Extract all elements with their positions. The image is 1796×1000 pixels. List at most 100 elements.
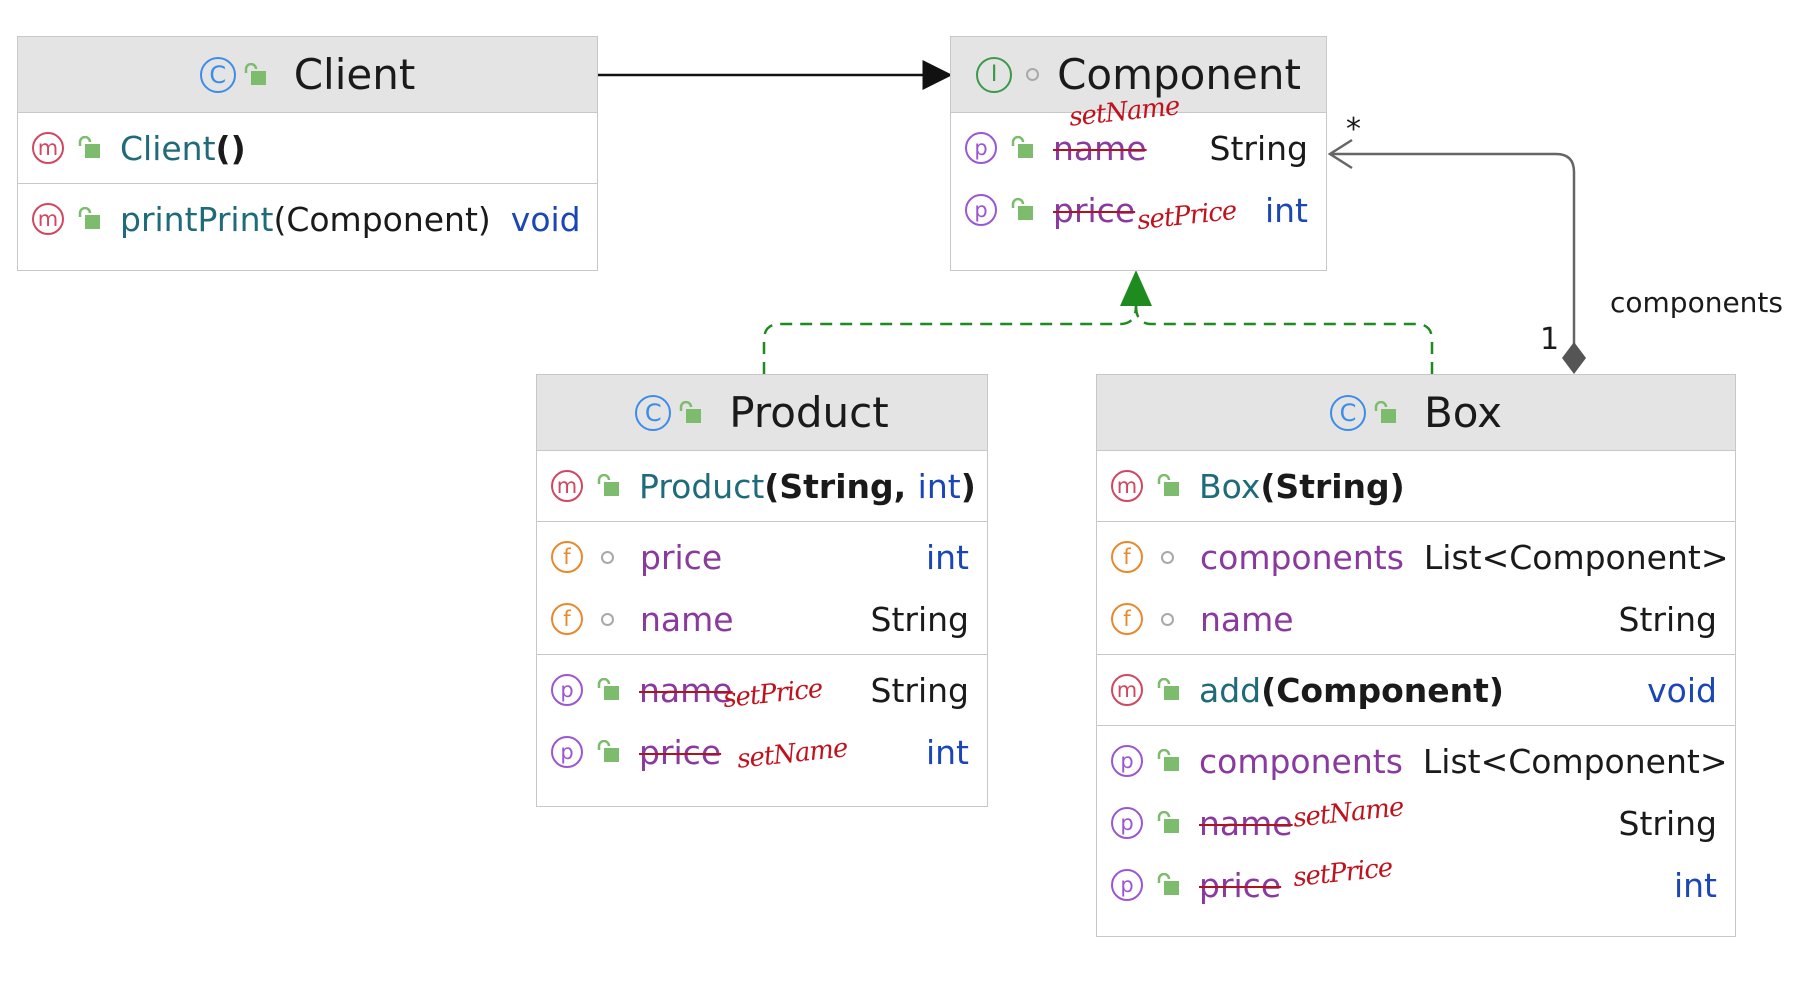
realization-arrowhead [1120, 270, 1152, 306]
class-icon: C [199, 56, 236, 93]
handwritten-note: setPrice [721, 673, 824, 715]
member-type: String [1209, 128, 1308, 168]
component-properties: p name String setName p price int setPri… [951, 91, 1326, 245]
member-params-int: int [917, 466, 961, 506]
member-type: String [1618, 599, 1717, 639]
member-type: List<Component> [1423, 537, 1729, 577]
aggregation-box-component [1330, 152, 1576, 344]
member-params: (String) [1260, 466, 1405, 506]
field-icon: f [1111, 541, 1143, 573]
property-icon: p [965, 132, 997, 164]
member-name: name [640, 599, 734, 639]
lock-icon [1157, 749, 1179, 771]
interface-component-title: Component [1057, 50, 1301, 99]
member-row[interactable]: p name String setPrice [537, 659, 987, 721]
property-icon: p [1111, 869, 1143, 901]
member-row[interactable]: m Product(String, int) [537, 455, 987, 517]
member-name: add [1199, 670, 1262, 710]
member-row[interactable]: m Client() [18, 117, 597, 179]
lock-icon [1011, 198, 1033, 220]
member-type: int [1264, 190, 1308, 230]
member-row[interactable]: p components List<Component> [1097, 730, 1735, 792]
interface-icon: I [976, 56, 1013, 93]
class-client-header: C Client [18, 37, 597, 113]
product-fields: f price int f name String [537, 522, 987, 655]
lock-icon [1157, 474, 1179, 496]
method-icon: m [32, 132, 64, 164]
member-row[interactable]: p price int setName [537, 721, 987, 783]
member-params: (Component) [273, 199, 491, 239]
member-row[interactable]: m add(Component) void [1097, 659, 1735, 721]
member-name: components [1200, 537, 1404, 577]
member-name: price [639, 732, 722, 772]
lock-icon [680, 400, 702, 423]
lock-icon [597, 678, 619, 700]
package-private-dot-icon [1026, 68, 1040, 81]
handwritten-note: setName [735, 733, 849, 775]
class-box-title: Box [1423, 388, 1503, 437]
member-type: List<Component> [1422, 741, 1728, 781]
member-row[interactable]: f price int [537, 526, 987, 588]
member-name: printPrint [120, 199, 274, 239]
field-icon: f [551, 541, 583, 573]
property-icon: p [965, 194, 997, 226]
package-private-dot-icon [1161, 612, 1174, 626]
class-product[interactable]: C Product m Product(String, int) f price… [536, 374, 988, 807]
class-icon: C [635, 394, 672, 431]
member-row[interactable]: f name String [1097, 588, 1735, 650]
member-type: String [870, 599, 969, 639]
multiplicity-one: 1 [1540, 322, 1560, 357]
member-row[interactable]: p name String setName [1097, 792, 1735, 854]
aggregation-diamond [1562, 342, 1586, 374]
lock-icon [1011, 136, 1033, 158]
property-icon: p [551, 674, 583, 706]
method-icon: m [1111, 470, 1143, 502]
class-product-header: C Product [537, 375, 987, 451]
member-name: price [1199, 865, 1282, 905]
method-icon: m [1111, 674, 1143, 706]
member-type: void [510, 199, 581, 239]
member-row[interactable]: m Box(String) [1097, 455, 1735, 517]
member-name: price [640, 537, 723, 577]
interface-component[interactable]: I Component p name String setName p pric… [950, 36, 1327, 271]
member-name: Client [120, 128, 216, 168]
member-row[interactable]: p price int setPrice [951, 179, 1326, 241]
member-row[interactable]: m printPrint(Component) void [18, 188, 597, 250]
member-name: components [1199, 741, 1403, 781]
member-row[interactable]: p name String setName [951, 91, 1326, 179]
product-properties: p name String setPrice p price int setNa… [537, 655, 987, 787]
handwritten-note: setName [1291, 792, 1405, 834]
member-name: Box [1199, 466, 1261, 506]
member-params: (Component) [1261, 670, 1505, 710]
interface-component-header: I Component [951, 37, 1326, 113]
member-type: int [925, 537, 969, 577]
member-params: (String, [764, 466, 918, 506]
field-icon: f [1111, 603, 1143, 635]
class-icon: C [1329, 394, 1366, 431]
member-type: String [1618, 803, 1717, 843]
realization-product-component [762, 305, 1138, 374]
lock-icon [597, 474, 619, 496]
class-product-title: Product [729, 388, 889, 437]
package-private-dot-icon [601, 612, 614, 626]
handwritten-note: setPrice [1135, 195, 1238, 237]
box-properties: p components List<Component> p name Stri… [1097, 726, 1735, 920]
member-name: name [1199, 803, 1293, 843]
property-icon: p [1111, 807, 1143, 839]
member-row[interactable]: p price int setPrice [1097, 853, 1735, 916]
method-icon: m [32, 203, 64, 235]
lock-icon [1157, 811, 1179, 833]
class-box[interactable]: C Box m Box(String) f components List<Co… [1096, 374, 1736, 937]
member-type: int [925, 732, 969, 772]
member-row[interactable]: f name String [537, 588, 987, 650]
lock-icon [1374, 400, 1396, 423]
package-private-dot-icon [601, 550, 614, 564]
class-client[interactable]: C Client m Client() m printPrint(Compone… [17, 36, 598, 271]
class-client-title: Client [293, 50, 416, 99]
box-constructors: m Box(String) [1097, 451, 1735, 522]
property-icon: p [1111, 745, 1143, 777]
product-constructors: m Product(String, int) [537, 451, 987, 522]
aggregation-label: components [1610, 286, 1783, 319]
member-row[interactable]: f components List<Component> [1097, 526, 1735, 588]
lock-icon [597, 740, 619, 762]
